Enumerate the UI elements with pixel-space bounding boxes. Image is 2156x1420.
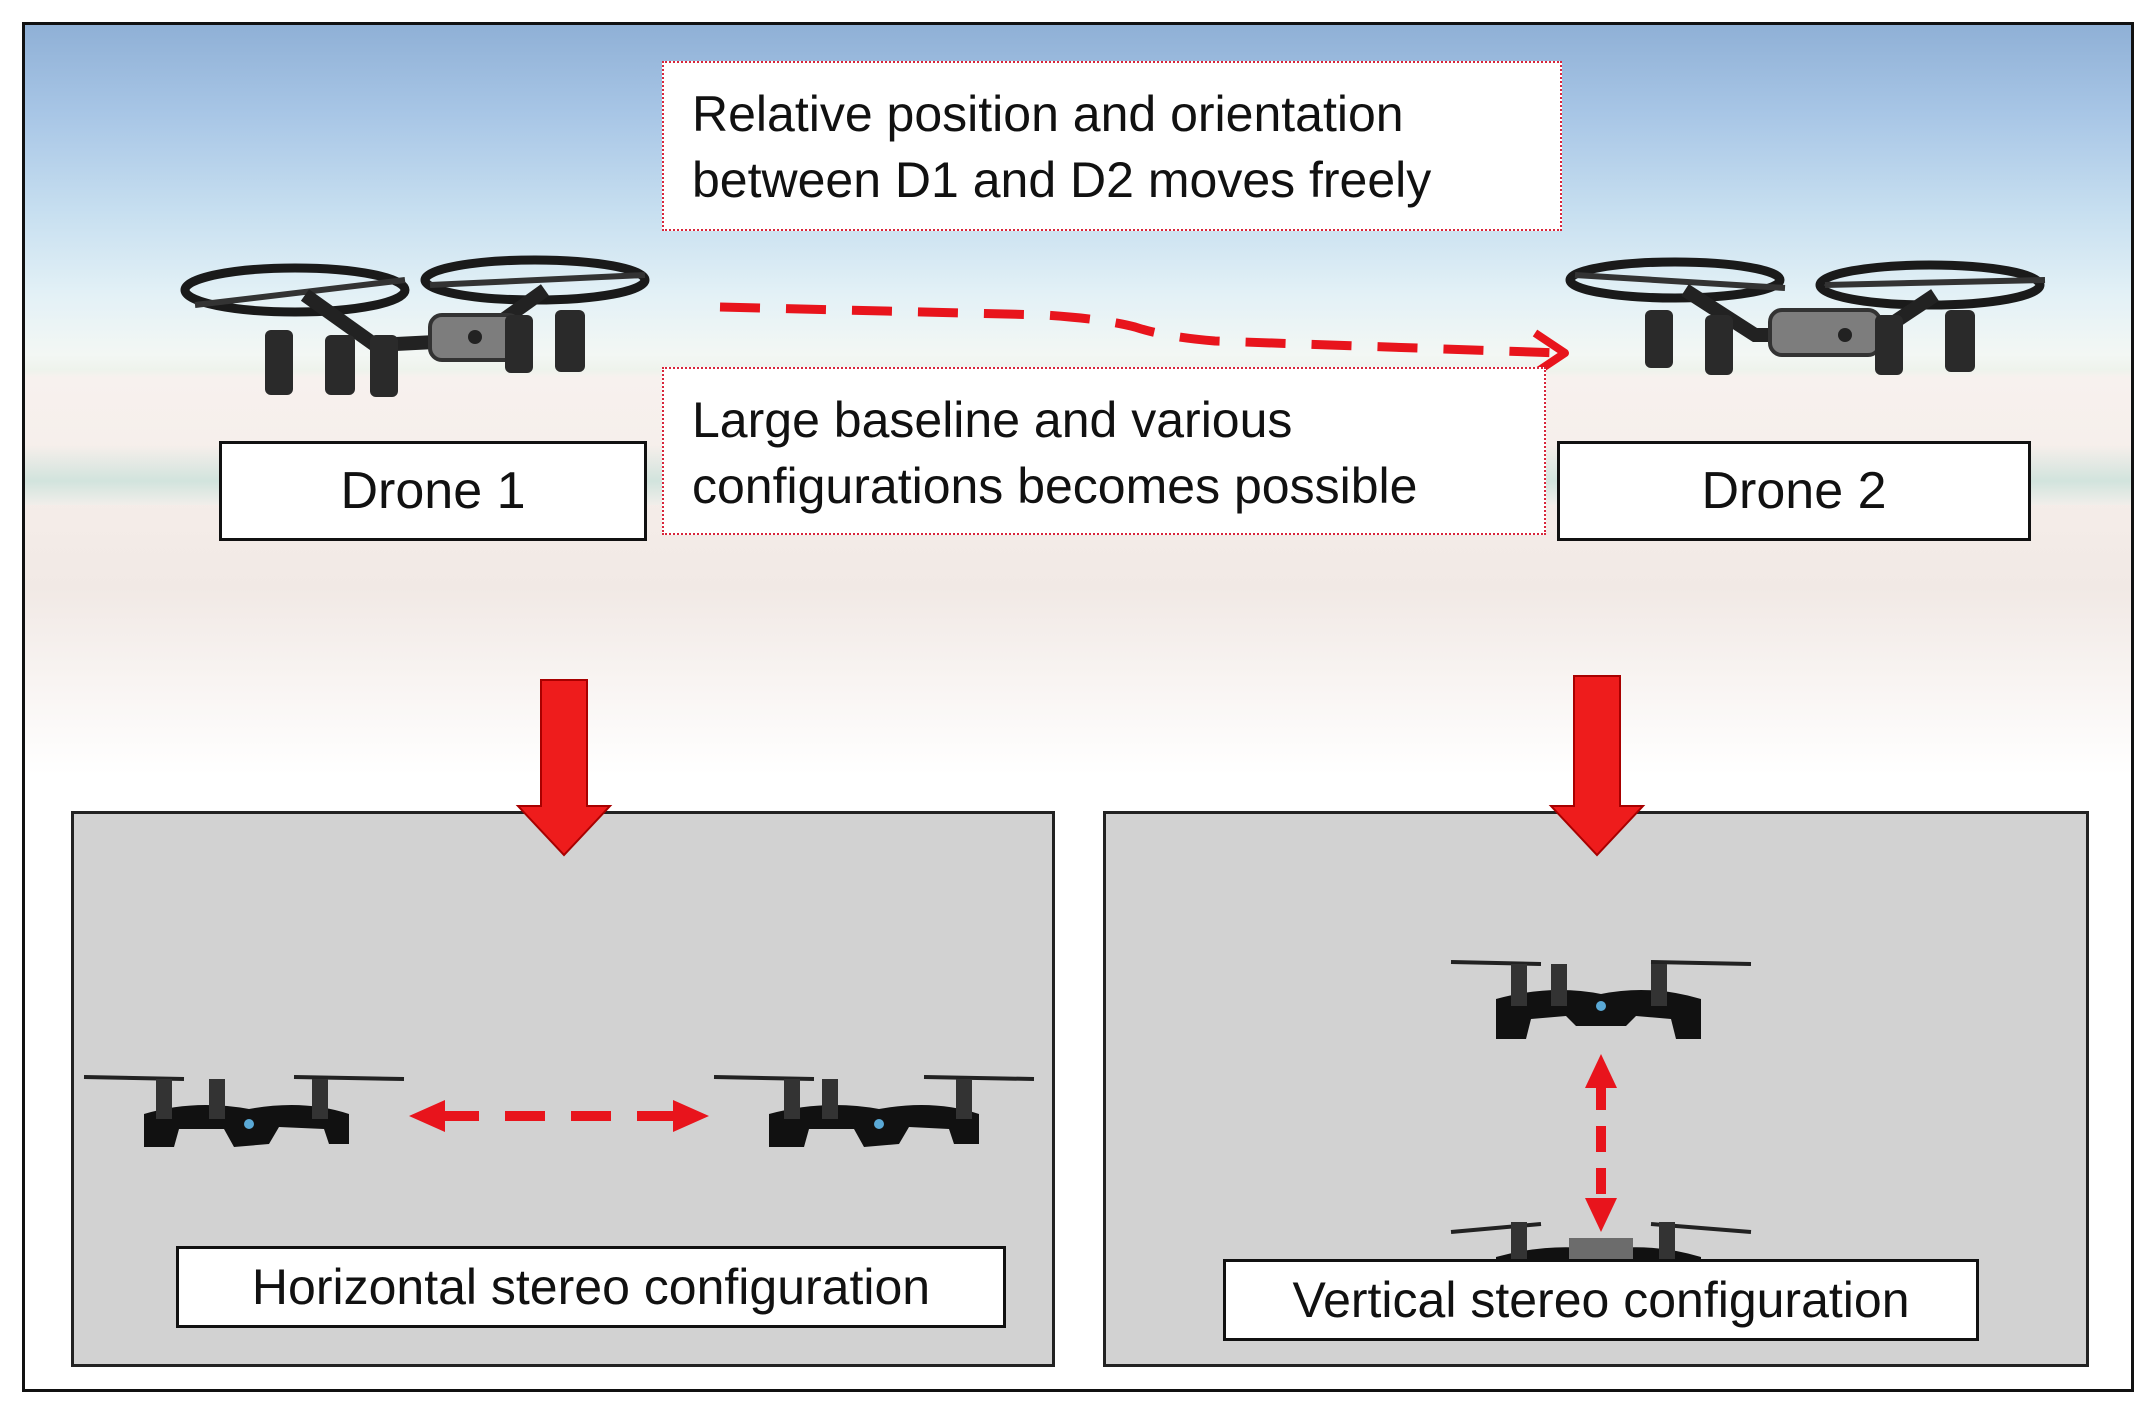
horizontal-config-caption: Horizontal stereo configuration	[176, 1246, 1006, 1328]
vertical-config-caption: Vertical stereo configuration	[1223, 1259, 1979, 1341]
drone-1-label: Drone 1	[219, 441, 647, 541]
down-arrow-left	[515, 679, 613, 857]
note-line-1: Large baseline and various	[692, 392, 1293, 448]
figure-frame: Relative position and orientation betwee…	[22, 22, 2134, 1392]
left-drone-image	[83, 1075, 405, 1147]
horizontal-baseline-arrow	[409, 1100, 709, 1132]
down-arrow-right	[1548, 675, 1646, 857]
baseline-note: Large baseline and various configuration…	[662, 367, 1546, 535]
drone-2-label: Drone 2	[1557, 441, 2031, 541]
relative-motion-note: Relative position and orientation betwee…	[662, 61, 1562, 231]
vertical-config-panel: Vertical stereo configuration	[1103, 811, 2089, 1367]
relative-motion-arrow	[719, 302, 1569, 377]
right-drone-image	[713, 1075, 1035, 1147]
horizontal-config-panel: Horizontal stereo configuration	[71, 811, 1055, 1367]
upper-drone-image	[1450, 960, 1752, 1039]
drone-1-image	[180, 255, 650, 397]
note-line-1: Relative position and orientation	[692, 86, 1404, 142]
note-line-2: configurations becomes possible	[692, 458, 1418, 514]
vertical-baseline-arrow	[1585, 1054, 1617, 1232]
note-line-2: between D1 and D2 moves freely	[692, 152, 1432, 208]
drone-2-image	[1565, 257, 2046, 375]
